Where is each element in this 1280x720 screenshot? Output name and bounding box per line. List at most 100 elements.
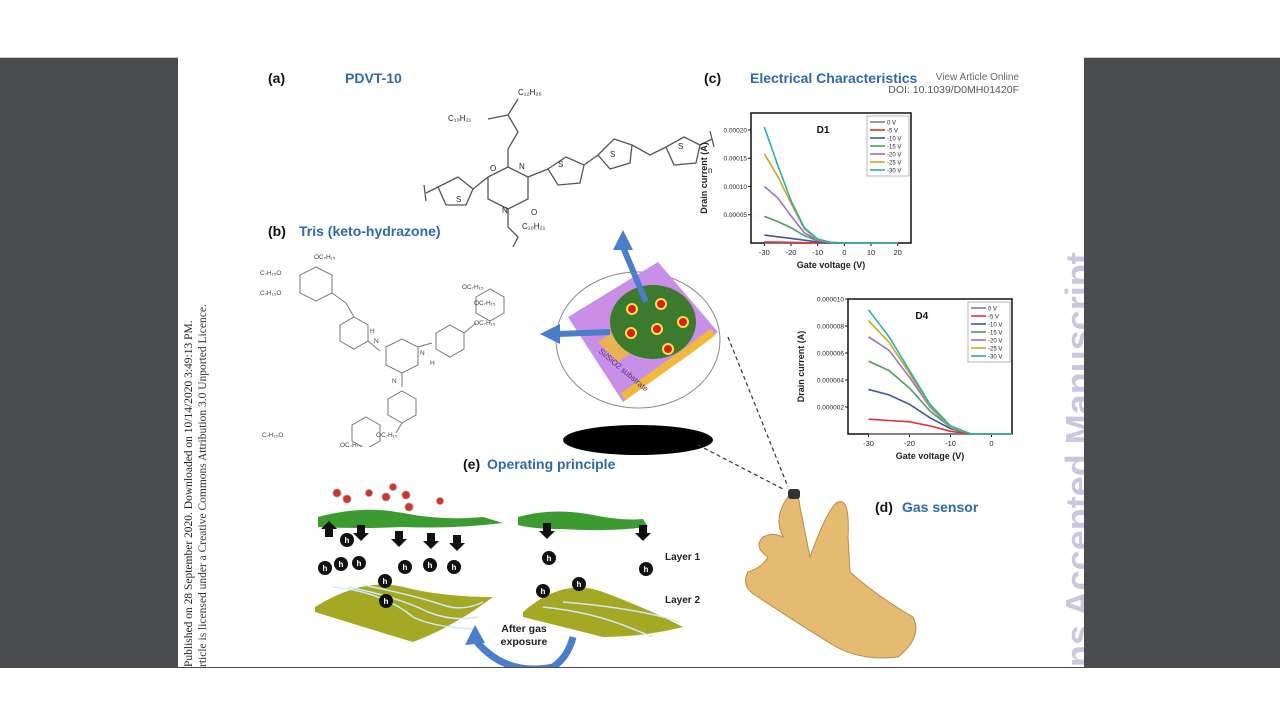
dpp-core: [487, 166, 529, 210]
svg-text:S: S: [678, 142, 683, 151]
panel-e-title: Operating principle: [487, 456, 616, 472]
legend-label: -10 V: [988, 323, 1002, 329]
legend-label: -5 V: [887, 129, 898, 135]
transition-arrow: [470, 634, 577, 667]
panel-a-label: (a): [268, 70, 286, 86]
panel-a-title: PDVT-10: [345, 70, 402, 86]
series-line: [763, 126, 898, 244]
svg-text:OC₇H₁₅: OC₇H₁₅: [462, 284, 484, 291]
layer1-sheet-before: [318, 509, 503, 528]
svg-text:h: h: [357, 559, 362, 568]
y-tick-label: 0.000006: [817, 351, 844, 358]
thiophene-ring: [597, 138, 633, 170]
y-axis-label: Drain current (A): [699, 142, 709, 214]
svg-text:OC₇H₁₅: OC₇H₁₅: [474, 320, 496, 327]
repeat-n: n: [708, 166, 712, 175]
x-tick-label: -20: [904, 439, 915, 448]
svg-text:h: h: [644, 565, 649, 574]
x-tick-label: 0: [989, 439, 993, 448]
gas-out-arrow: [620, 245, 649, 304]
svg-text:H: H: [370, 328, 375, 335]
y-tick-label: 0.00015: [724, 156, 748, 163]
svg-text:h: h: [547, 554, 552, 563]
legend-label: -30 V: [988, 355, 1002, 361]
legend-label: -30 V: [887, 169, 901, 175]
layer2-sheet-after: [523, 587, 683, 637]
y-tick-label: 0.00005: [724, 212, 748, 219]
y-tick-label: 0.000010: [817, 297, 844, 304]
svg-text:C₇H₁₅O: C₇H₁₅O: [262, 432, 284, 439]
panel-c-label: (c): [704, 70, 722, 86]
x-tick-label: -10: [945, 439, 956, 448]
license-line[interactable]: rticle is licensed under a Creative Comm…: [197, 304, 209, 667]
svg-text:S: S: [558, 160, 563, 169]
y-tick-label: 0.000002: [817, 405, 844, 412]
svg-text:N: N: [502, 206, 508, 215]
x-axis-label: Gate voltage (V): [797, 260, 866, 270]
svg-text:OC₇H₁₅: OC₇H₁₅: [314, 254, 336, 261]
legend-label: -10 V: [887, 137, 901, 143]
thiophene-ring: [665, 136, 701, 166]
layer2-sheet-before: [315, 584, 493, 642]
c10h21-bottom: C₁₀H₂₁: [522, 222, 546, 231]
svg-text:h: h: [541, 587, 546, 596]
panel-b-title: Tris (keto-hydrazone): [299, 223, 441, 239]
layer2-label: Layer 2: [665, 595, 700, 606]
x-tick-label: -30: [863, 439, 874, 448]
svg-text:h: h: [428, 561, 433, 570]
legend-label: -20 V: [988, 339, 1002, 345]
x-tick-label: -30: [759, 248, 770, 257]
svg-text:OC₇H₁₅: OC₇H₁₅: [376, 432, 398, 439]
y-axis-label: Drain current (A): [796, 331, 806, 403]
svg-text:OC₇H₁₅: OC₇H₁₅: [474, 300, 496, 307]
after-gas-exposure-label: After gas exposure: [500, 623, 548, 648]
svg-text:h: h: [345, 536, 350, 545]
legend-label: 0 V: [988, 307, 997, 313]
hand-with-sensor: [745, 489, 917, 659]
y-tick-label: 0.00020: [724, 127, 748, 134]
x-tick-label: -10: [812, 248, 823, 257]
x-tick-label: -20: [786, 248, 797, 257]
chart-title: D4: [915, 311, 928, 322]
panel-c-title: Electrical Characteristics: [750, 70, 918, 86]
accepted-manuscript-watermark: ns Accepted Manuscript: [1058, 252, 1084, 667]
pdf-page: Published on 28 September 2020. Download…: [178, 57, 1084, 667]
svg-text:C₇H₁₅O: C₇H₁₅O: [260, 290, 282, 297]
legend-label: 0 V: [887, 121, 896, 127]
svg-text:h: h: [403, 563, 408, 572]
publication-notice: Published on 28 September 2020. Download…: [182, 304, 210, 667]
y-tick-label: 0.000008: [817, 324, 844, 331]
svg-text:N: N: [392, 378, 397, 385]
layer1-sheet-after: [518, 511, 648, 531]
svg-text:N: N: [374, 338, 379, 345]
svg-text:h: h: [339, 560, 344, 569]
zoom-connector-lines: [697, 336, 789, 490]
series-line: [867, 309, 1012, 435]
c10h21-top: C₁₀H₂₁: [448, 114, 472, 123]
publication-date-line: Published on 28 September 2020. Download…: [183, 320, 195, 667]
chart-title: D1: [817, 125, 830, 136]
doi-link[interactable]: DOI: 10.1039/D0MH01420F: [888, 84, 1019, 96]
svg-text:N: N: [519, 162, 525, 171]
legend-label: -25 V: [887, 161, 901, 167]
thiophene-ring: [547, 156, 585, 186]
tris-keto-hydrazone-structure: OC₇H₁₅ C₇H₁₅O C₇H₁₅O OC₇H₁₅ OC₇H₁₅ OC₇H₁…: [260, 254, 505, 447]
svg-text:C₇H₁₅O: C₇H₁₅O: [260, 270, 282, 277]
panel-e-label: (e): [463, 456, 481, 472]
x-tick-label: 10: [867, 248, 875, 257]
legend-label: -5 V: [988, 315, 999, 321]
legend-label: -25 V: [988, 347, 1002, 353]
x-tick-label: 0: [842, 248, 846, 257]
legend-label: -15 V: [887, 145, 901, 151]
view-article-online-link[interactable]: View Article Online: [935, 72, 1019, 83]
legend-label: -20 V: [887, 153, 901, 159]
thiophene-ring: [437, 176, 474, 206]
gas-molecules: [332, 483, 444, 512]
svg-text:h: h: [323, 564, 328, 573]
sensor-chip: [788, 489, 800, 499]
svg-text:S: S: [456, 195, 461, 204]
svg-text:h: h: [384, 597, 389, 606]
